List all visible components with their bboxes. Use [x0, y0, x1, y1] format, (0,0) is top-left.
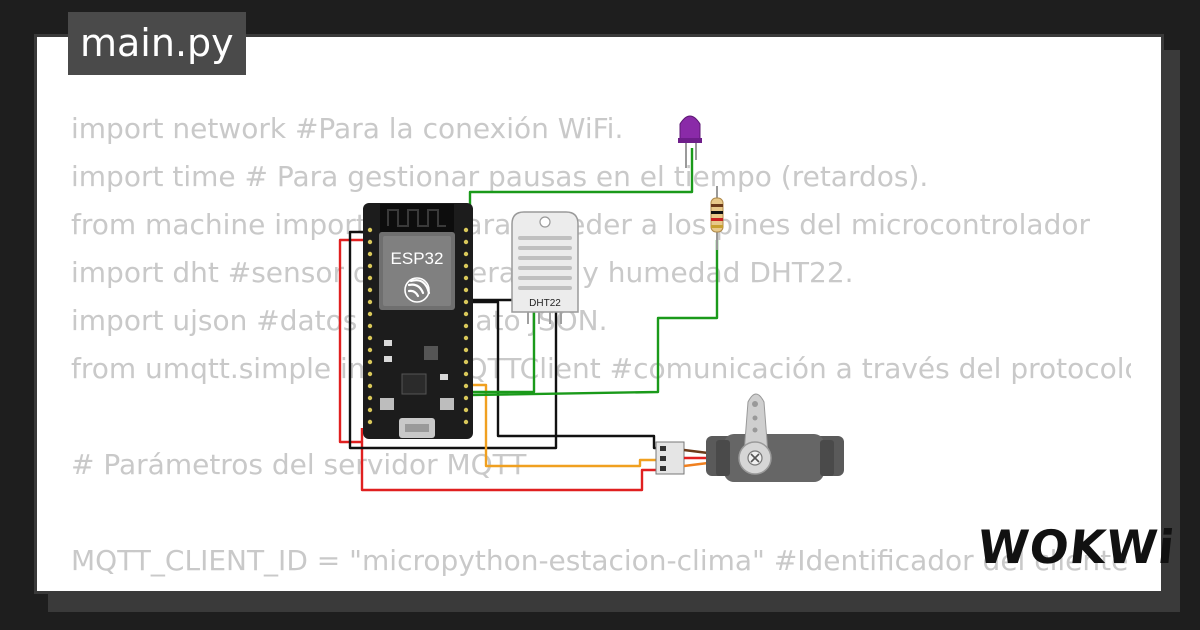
- wokwi-logo[interactable]: WOKWi: [975, 520, 1178, 574]
- esp32-right-pins: [463, 227, 469, 425]
- wire-red-power: [338, 238, 660, 492]
- code-card: import network #Para la conexión WiFi. i…: [34, 34, 1164, 594]
- wire-black-servo: [470, 300, 660, 450]
- dht22-sensor-icon[interactable]: DHT22: [511, 211, 579, 324]
- code-line-1: import network #Para la conexión WiFi.: [71, 112, 624, 145]
- wire-orange-signal: [470, 383, 660, 468]
- servo-motor-icon[interactable]: [655, 393, 844, 482]
- wire-green-dht: [470, 310, 536, 394]
- code-line-3: from machine import Pin #Para acceder a …: [71, 208, 1090, 241]
- code-line-2: import time # Para gestionar pausas en e…: [71, 160, 929, 193]
- wire-green-resistor: [469, 240, 719, 397]
- esp32-board[interactable]: ESP32: [363, 203, 473, 439]
- code-editor: import network #Para la conexión WiFi. i…: [71, 105, 1131, 585]
- code-line-6: from umqtt.simple import MQTTClient #com…: [71, 352, 1131, 385]
- wire-green-led: [468, 148, 694, 230]
- code-line-8: # Parámetros del servidor MQTT: [71, 448, 527, 481]
- resistor-icon[interactable]: [710, 186, 724, 250]
- code-line-10: MQTT_CLIENT_ID = "micropython-estacion-c…: [71, 544, 1129, 577]
- esp32-label: ESP32: [391, 249, 444, 268]
- led-icon[interactable]: [678, 115, 702, 168]
- espressif-icon: [404, 277, 431, 303]
- file-tab-main-py[interactable]: main.py: [68, 12, 246, 75]
- esp32-left-pins: [367, 227, 373, 425]
- dht22-label: DHT22: [529, 298, 561, 309]
